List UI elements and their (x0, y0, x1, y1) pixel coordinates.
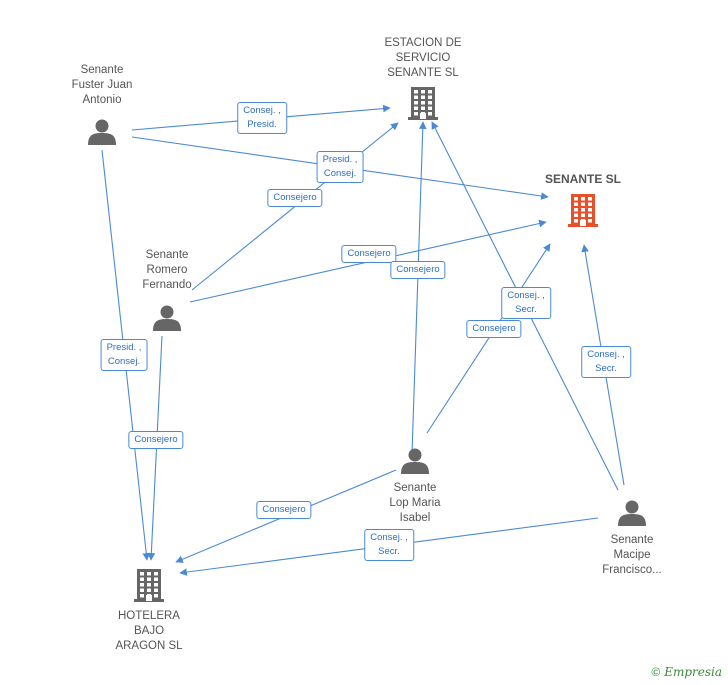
edge-label-macipe-to-estacion[interactable]: Consej. , Secr. (501, 287, 551, 319)
edge-label-line: Consej. , (370, 532, 408, 543)
node-label-line: Senante (393, 482, 437, 494)
node-label-line: BAJO (133, 625, 165, 637)
node-label-line: Fuster Juan (71, 79, 133, 91)
edge-label-line: Consej. (323, 168, 357, 179)
edge-label-line: Consejero (273, 192, 317, 203)
edge-label-lop-to-hotelera[interactable]: Consejero (256, 501, 312, 519)
node-label-line: HOTELERA (117, 610, 180, 622)
brand-name: Empresia (664, 665, 722, 679)
edge-label-fuster-to-hotelera[interactable]: Presid. , Consej. (100, 339, 148, 371)
node-label-line: Fernando (142, 279, 192, 291)
building-icon-estacion[interactable] (408, 87, 438, 120)
footer-brand[interactable]: ©Empresia (651, 665, 722, 679)
building-icon-hotelera[interactable] (134, 569, 164, 602)
edge-label-line: Presid. (247, 119, 277, 130)
node-label-line: Senante (145, 249, 189, 261)
edge-label-fuster-to-senante_sl[interactable]: Presid. , Consej. (316, 151, 364, 183)
edge-label-line: Consej. , (243, 105, 281, 116)
edge-label-lop-to-senante_sl[interactable]: Consejero (466, 320, 522, 338)
edge-label-romero-to-hotelera[interactable]: Consejero (128, 431, 184, 449)
person-icon-fuster[interactable] (88, 119, 116, 146)
edge-label-line: Presid. , (106, 342, 142, 353)
node-label-line: SENANTE SL (544, 172, 622, 186)
edge-label-line: Consej. , (507, 290, 545, 301)
node-label-line: Antonio (82, 94, 122, 106)
node-label-line: Isabel (399, 512, 431, 524)
edge-label-line: Consejero (347, 248, 391, 259)
edge-label-lop-to-estacion[interactable]: Consejero (390, 261, 446, 279)
person-icon-macipe[interactable] (618, 500, 646, 527)
edge-label-line: Consejero (262, 504, 306, 515)
edge-lop-to-estacion (411, 121, 427, 455)
node-label-line: ESTACION DE (384, 37, 462, 49)
edge-label-line: Consej. , (587, 349, 625, 360)
node-label-line: Romero (146, 264, 188, 276)
edge-label-macipe-to-hotelera[interactable]: Consej. , Secr. (364, 529, 414, 561)
edge-label-romero-to-estacion[interactable]: Consejero (267, 189, 323, 207)
edge-lop-to-senante_sl (426, 243, 551, 434)
person-icon-lop[interactable] (401, 448, 429, 475)
edge-label-macipe-to-senante_sl[interactable]: Consej. , Secr. (581, 346, 631, 378)
node-label-estacion[interactable]: ESTACION DE SERVICIO SENANTE SL (384, 36, 461, 81)
edge-label-line: Secr. (595, 363, 617, 374)
node-label-senante_sl[interactable]: SENANTE SL (545, 172, 621, 187)
edge-label-line: Presid. , (322, 154, 358, 165)
node-label-line: SENANTE SL (387, 67, 459, 79)
edge-label-line: Consejero (472, 323, 516, 334)
node-label-line: Senante (610, 534, 654, 546)
node-label-line: Lop Maria (389, 497, 441, 509)
edge-label-romero-to-senante_sl[interactable]: Consejero (341, 245, 397, 263)
node-label-hotelera[interactable]: HOTELERA BAJO ARAGON SL (115, 609, 182, 654)
building-icon-senante_sl[interactable] (568, 194, 598, 227)
edge-label-line: Consejero (396, 264, 440, 275)
edge-label-line: Consejero (134, 434, 178, 445)
node-label-line: ARAGON SL (115, 640, 183, 652)
node-label-line: SERVICIO (395, 52, 451, 64)
edge-label-line: Secr. (515, 304, 537, 315)
person-icon-romero[interactable] (153, 305, 181, 332)
edge-label-fuster-to-estacion[interactable]: Consej. , Presid. (237, 102, 287, 134)
node-label-line: Francisco... (602, 564, 662, 576)
edge-label-line: Consej. (107, 356, 141, 367)
copyright-icon: © (651, 665, 661, 679)
node-label-line: Macipe (613, 549, 651, 561)
node-label-line: Senante (80, 64, 124, 76)
edge-label-line: Secr. (378, 546, 400, 557)
